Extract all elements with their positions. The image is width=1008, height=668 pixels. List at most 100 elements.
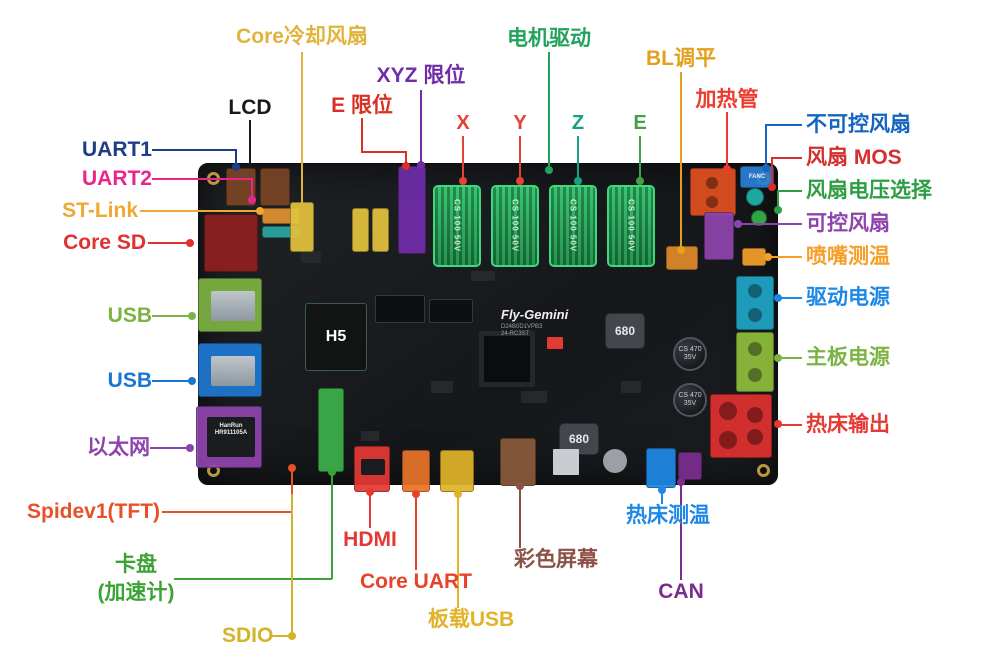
usb-top-leader — [152, 315, 194, 317]
jumper-red — [547, 337, 563, 349]
capacitor: CS 470 35V — [673, 337, 707, 371]
chuck-dot — [328, 468, 336, 476]
mainboard-power-label: 主板电源 — [806, 346, 890, 369]
fan-header — [372, 208, 389, 252]
hdmi-opening — [361, 459, 385, 475]
color-screen-dot — [516, 482, 524, 490]
sdio-dot — [288, 632, 296, 640]
fan-mos-component — [746, 188, 764, 206]
mainboard-power-dot — [774, 354, 782, 362]
soc-chip: H5 — [305, 303, 367, 371]
sdio-leader — [291, 494, 293, 632]
fan-voltage-jumper — [751, 210, 767, 226]
bed-output-terminal — [710, 394, 772, 458]
core-fan-connector — [290, 202, 314, 252]
usb-port-top — [198, 278, 262, 332]
stlink-dot — [256, 207, 264, 215]
hdmi-leader — [369, 494, 371, 528]
e-limit-label: E 限位 — [331, 94, 393, 117]
onboard-usb-label: 板载USB — [427, 608, 515, 631]
heater-terminal — [690, 168, 736, 216]
driver-power-connector — [736, 276, 774, 330]
axis-z-leader — [577, 136, 579, 178]
stepper-driver-e: CS 100 50V — [607, 185, 655, 267]
terminal-hole — [748, 308, 762, 322]
mcu-chip — [479, 331, 535, 387]
axis-y-leader — [519, 136, 521, 178]
small-ic — [471, 271, 495, 281]
small-ic — [361, 431, 379, 441]
inductor: 680 — [605, 313, 645, 349]
heater-leader — [726, 112, 728, 166]
small-ic — [621, 381, 641, 393]
terminal-hole — [747, 407, 763, 423]
ethernet-jack: HanRun HR911105A — [196, 406, 262, 468]
chuck-leader — [174, 578, 332, 580]
fan-uncontrolled-dot — [762, 164, 770, 172]
uart1-leader — [152, 149, 236, 151]
color-screen-label: 彩色屏幕 — [514, 548, 598, 571]
ethernet-jack-label: HanRun HR911105A — [214, 423, 248, 437]
nozzle-temp-label: 喷嘴测温 — [806, 245, 890, 268]
uart2-leader — [251, 178, 253, 200]
onboard-usb-connector — [440, 450, 474, 492]
uart1-leader — [235, 149, 237, 167]
terminal-hole — [747, 429, 763, 445]
ram-chip — [429, 299, 473, 323]
uart2-dot — [248, 196, 256, 204]
axis-x-label: X — [456, 112, 470, 134]
stepper-driver-x: CS 100 50V — [433, 185, 481, 267]
board-revision-silkscreen: D24B0D1VPB3 24-RC3ST — [501, 324, 542, 338]
heater-label: 加热管 — [695, 88, 759, 111]
color-screen-leader — [519, 488, 521, 548]
bed-output-dot — [774, 420, 782, 428]
sdio-leader — [272, 635, 290, 637]
soc-label: H5 — [325, 328, 347, 345]
driver-power-leader — [780, 297, 802, 299]
bed-output-label: 热床输出 — [806, 413, 890, 436]
uart2-label: UART2 — [81, 167, 152, 190]
core-fan-leader — [301, 52, 303, 204]
uart2-leader — [152, 178, 252, 180]
white-module — [553, 449, 579, 475]
stlink-label: ST-Link — [62, 199, 138, 222]
driver-power-dot — [774, 294, 782, 302]
xyz-limit-leader — [420, 90, 422, 164]
inductor-label: 680 — [614, 324, 636, 338]
fanc-label: FANC — [748, 174, 766, 180]
uart1-dot — [232, 163, 240, 171]
e-limit-dot — [402, 162, 410, 170]
ethernet-dot — [186, 444, 194, 452]
motor-driver-leader — [548, 52, 550, 166]
usb-bottom-dot — [188, 377, 196, 385]
ethernet-opening — [207, 417, 255, 457]
driver-cap-label: CS 100 50V — [510, 199, 520, 253]
fan-mos-leader — [771, 157, 773, 185]
e-limit-leader — [361, 151, 407, 153]
usb-metal-shield — [211, 356, 255, 386]
can-dot — [677, 478, 685, 486]
inductor-label: 680 — [568, 432, 590, 446]
e-limit-leader — [405, 151, 407, 163]
board-name-silkscreen: Fly-Gemini — [501, 307, 569, 322]
fan-uncontrolled-leader — [766, 124, 802, 126]
fan-mos-leader — [772, 157, 802, 159]
chuck-leader — [331, 474, 333, 579]
usb-top-label: USB — [107, 304, 152, 327]
small-ic — [301, 251, 321, 263]
usb-bottom-label: USB — [107, 369, 152, 392]
fan-voltage-dot — [774, 206, 782, 214]
driver-cap-label: CS 100 50V — [626, 199, 636, 253]
bed-temp-dot — [658, 486, 666, 494]
xyz-limit-dot — [417, 161, 425, 169]
color-screen-connector — [500, 438, 536, 486]
fan-header — [352, 208, 369, 252]
driver-cap-label: CS 100 50V — [452, 199, 462, 253]
hdmi-port — [354, 446, 390, 492]
motor-driver-dot — [545, 166, 553, 174]
spidev-leader — [162, 511, 292, 513]
nozzle-temp-dot — [764, 253, 772, 261]
ram-chip — [375, 295, 425, 323]
axis-x-leader — [462, 136, 464, 178]
